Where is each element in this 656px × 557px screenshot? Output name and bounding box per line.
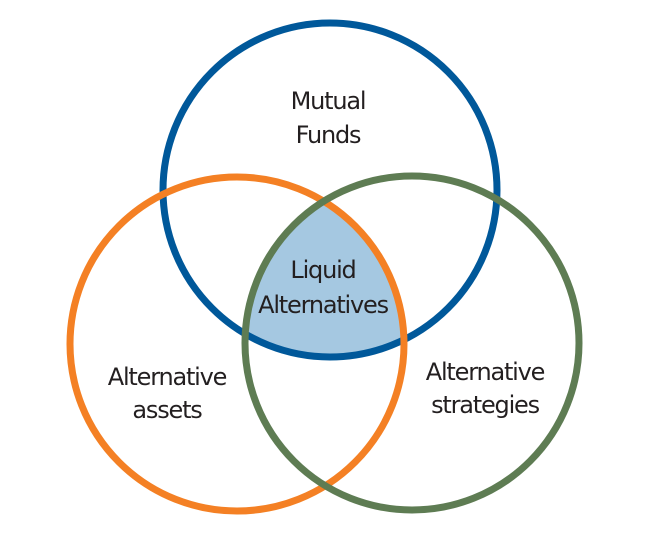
mutual-funds-label: Mutual Funds bbox=[291, 87, 367, 149]
mutual-funds-circle bbox=[159, 19, 501, 361]
alternative-assets-circle bbox=[66, 173, 408, 515]
liquid-alternatives-label-line2: Alternatives bbox=[258, 291, 388, 319]
alternative-assets-label: Alternative assets bbox=[108, 363, 228, 424]
liquid-alternatives-label-line1: Liquid bbox=[290, 256, 355, 284]
liquid-alternatives-region bbox=[245, 177, 404, 357]
alternative-strategies-label-line2: strategies bbox=[431, 391, 540, 419]
alternative-assets-label-line1: Alternative bbox=[108, 363, 227, 391]
alternative-strategies-circle bbox=[241, 172, 583, 514]
alternative-assets-label-line2: assets bbox=[132, 396, 202, 424]
mutual-funds-label-line2: Funds bbox=[296, 121, 361, 149]
mutual-funds-label-line1: Mutual bbox=[291, 87, 366, 115]
alternative-strategies-label-line1: Alternative bbox=[426, 358, 545, 386]
alternative-strategies-label: Alternative strategies bbox=[426, 358, 546, 419]
liquid-alternatives-label: Liquid Alternatives bbox=[258, 256, 390, 319]
